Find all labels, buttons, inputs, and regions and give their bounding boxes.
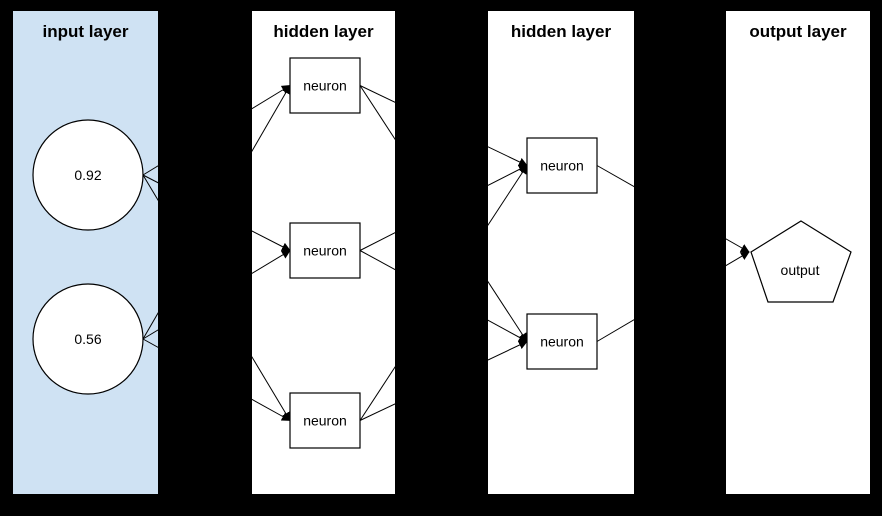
- edge-hidden1-neuron1-to-hidden2-neuron1: [359, 85, 528, 167]
- node-hidden2-neuron1: [526, 137, 598, 194]
- node-hidden1-neuron2: [289, 222, 361, 279]
- node-hidden1-neuron1: [289, 57, 361, 114]
- layer-title-hidden1: hidden layer: [273, 22, 374, 41]
- node-input-2: [32, 283, 144, 395]
- edge-input-1-to-hidden1-neuron3: [142, 174, 291, 422]
- node-label-output-1: output: [781, 262, 820, 278]
- edge-hidden1-neuron3-to-hidden2-neuron2: [359, 340, 528, 421]
- node-hidden2-neuron2: [526, 313, 598, 370]
- layer-panel-hidden2: [488, 11, 634, 494]
- node-label-input-1: 0.92: [74, 167, 101, 183]
- node-hidden1-neuron3: [289, 392, 361, 449]
- node-output-1: [750, 220, 852, 303]
- edge-hidden1-neuron2-to-hidden2-neuron2: [359, 250, 528, 342]
- node-input-1: [32, 119, 144, 231]
- node-label-hidden2-neuron2: neuron: [540, 334, 584, 350]
- edge-input-2-to-hidden1-neuron2: [142, 250, 291, 340]
- node-label-hidden1-neuron2: neuron: [303, 243, 347, 259]
- edge-hidden1-neuron1-to-hidden2-neuron2: [359, 85, 528, 343]
- node-label-hidden2-neuron1: neuron: [540, 158, 584, 174]
- edge-input-1-to-hidden1-neuron1: [142, 85, 291, 176]
- edge-hidden2-neuron2-to-output-1: [596, 251, 750, 342]
- layer-panel-input: [13, 11, 158, 494]
- edge-hidden1-neuron3-to-hidden2-neuron1: [359, 164, 528, 421]
- layer-title-input: input layer: [43, 22, 129, 41]
- edge-input-2-to-hidden1-neuron3: [142, 338, 291, 421]
- edge-hidden2-neuron1-to-output-1: [596, 165, 750, 253]
- node-label-hidden1-neuron1: neuron: [303, 78, 347, 94]
- layer-title-hidden2: hidden layer: [511, 22, 612, 41]
- layer-title-output: output layer: [749, 22, 847, 41]
- edge-input-2-to-hidden1-neuron1: [142, 84, 291, 340]
- node-label-hidden1-neuron3: neuron: [303, 413, 347, 429]
- node-label-input-2: 0.56: [74, 331, 101, 347]
- edge-hidden1-neuron2-to-hidden2-neuron1: [359, 165, 528, 251]
